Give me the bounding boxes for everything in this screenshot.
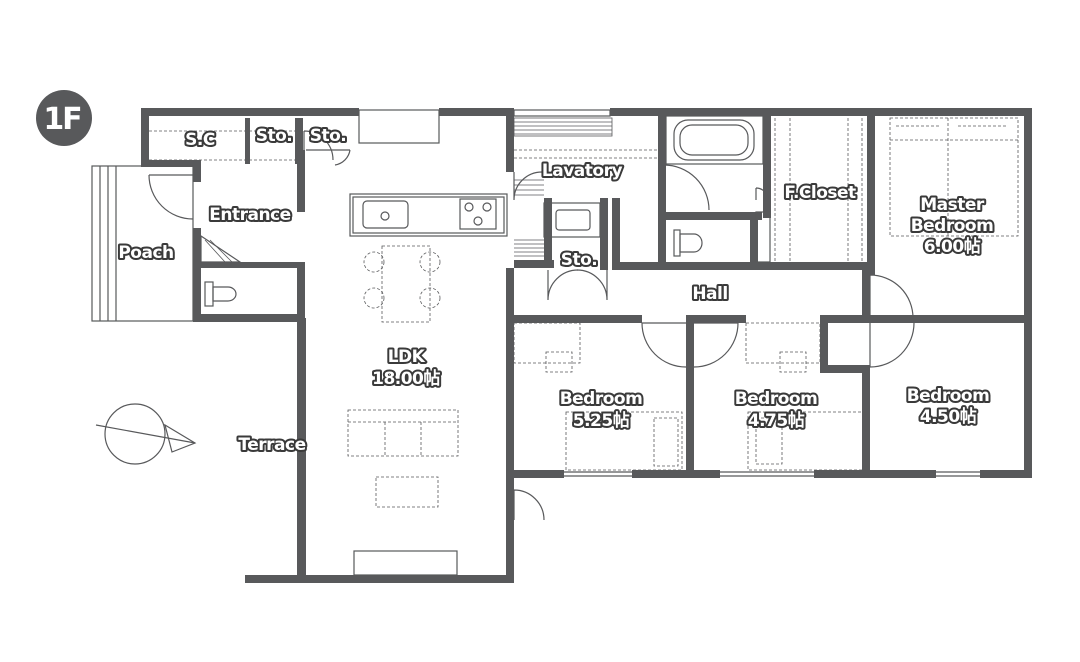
doors — [148, 130, 915, 521]
fixtures — [91, 115, 1019, 508]
compass-north-icon — [95, 403, 197, 465]
label-terrace: Terrace — [238, 435, 305, 455]
label-sto-1: Sto. — [256, 126, 293, 146]
walls — [141, 108, 1032, 583]
windows — [299, 109, 1030, 576]
poach-steps — [91, 165, 194, 322]
label-bedroom-c-1: Bedroom — [907, 386, 990, 406]
label-entrance: Entrance — [209, 205, 290, 225]
label-sc: S.C — [185, 130, 215, 150]
toilet-hall — [673, 229, 703, 257]
label-ldk-2: 18.00帖 — [372, 368, 440, 389]
label-master-3: 6.00帖 — [924, 236, 981, 257]
label-bedroom-b-1: Bedroom — [735, 389, 818, 409]
master-bed — [889, 117, 1019, 237]
label-f-closet: F.Closet — [784, 183, 856, 203]
label-poach: Poach — [118, 243, 173, 263]
label-master-1: Master — [920, 195, 985, 215]
floor-label: 1F — [43, 102, 80, 137]
label-sto-3: Sto. — [561, 250, 598, 270]
lavatory-fixtures — [513, 117, 658, 257]
kitchen-counter — [349, 193, 508, 237]
label-ldk-1: LDK — [388, 347, 426, 367]
dining-set — [363, 245, 441, 323]
label-bedroom-b-2: 4.75帖 — [748, 410, 805, 431]
bedroom-b-furniture — [745, 322, 867, 471]
label-bedroom-c-2: 4.50帖 — [920, 406, 977, 427]
sofa — [347, 409, 459, 457]
room-labels: S.C Sto. Sto. Lavatory F.Closet Master B… — [116, 124, 995, 457]
label-sto-2: Sto. — [310, 126, 347, 146]
closet-rails — [774, 118, 863, 262]
label-bedroom-a-2: 5.25帖 — [573, 410, 630, 431]
label-hall: Hall — [692, 284, 727, 304]
label-master-2: Bedroom — [911, 216, 994, 236]
bedroom-a-furniture — [513, 322, 683, 471]
bathtub — [665, 115, 764, 165]
toilet-entrance — [204, 281, 237, 307]
label-lavatory: Lavatory — [542, 161, 623, 181]
label-bedroom-a-1: Bedroom — [560, 389, 643, 409]
floor-badge: 1F — [36, 90, 92, 146]
